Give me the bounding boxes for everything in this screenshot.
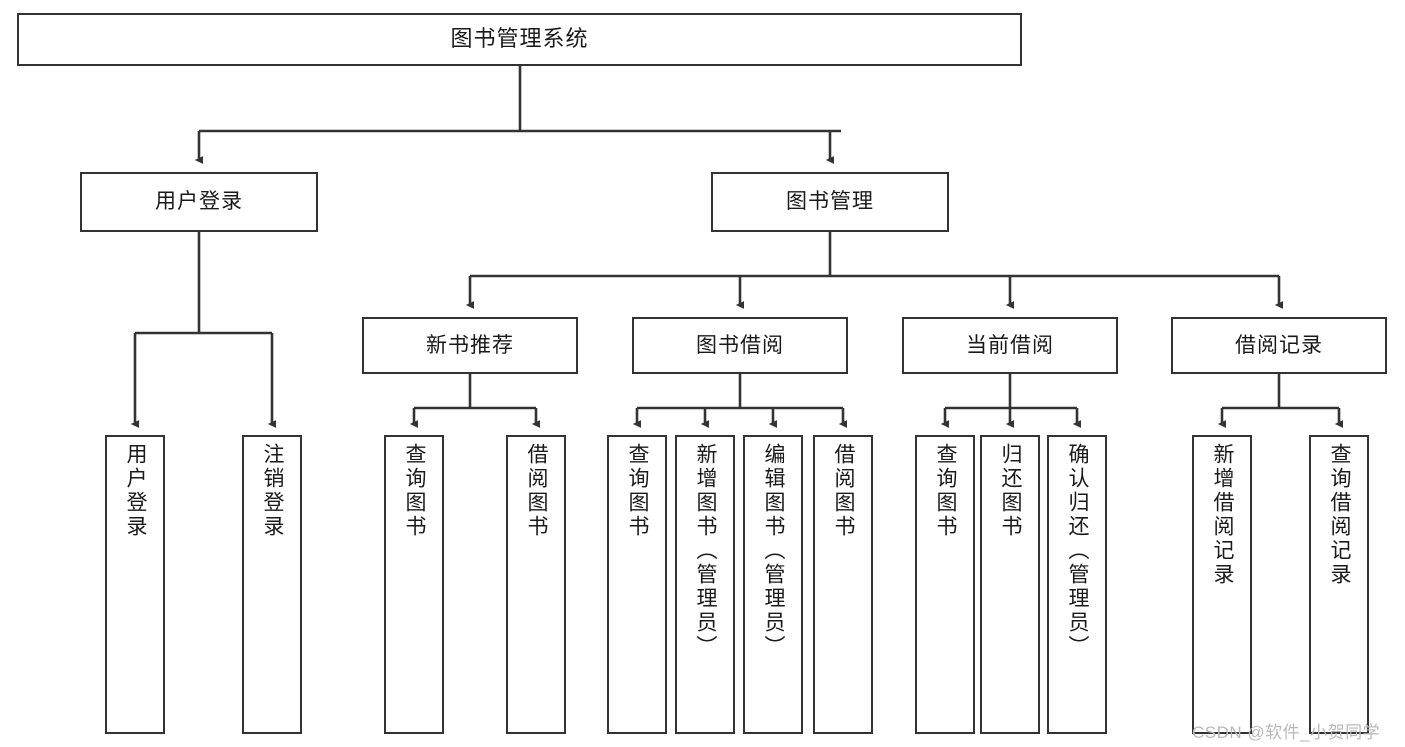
node-root-label: 图书管理系统 [450,26,589,52]
node-leaf-return-book[interactable]: 归还图书 [980,435,1040,734]
node-leaf-add-record-label: 新增借阅记录 [1211,443,1235,587]
node-leaf-user-logout-label: 注销登录 [261,443,285,539]
node-leaf-edit-book[interactable]: 编辑图书（管理员） [743,435,803,734]
node-leaf-query-record[interactable]: 查询借阅记录 [1309,435,1369,734]
node-leaf-query-book-3-label: 查询图书 [934,443,958,539]
node-user-login-label: 用户登录 [155,190,243,214]
node-leaf-borrow-book-2-label: 借阅图书 [832,443,856,539]
node-current-borrow[interactable]: 当前借阅 [902,317,1118,374]
csdn-watermark: CSDN @软件_小贺同学 [1192,723,1381,742]
node-book-manage[interactable]: 图书管理 [711,172,949,232]
node-leaf-confirm-return-label: 确认归还（管理员） [1066,443,1090,659]
node-new-book-recommend-label: 新书推荐 [426,333,514,357]
node-leaf-confirm-return[interactable]: 确认归还（管理员） [1047,435,1107,734]
node-leaf-query-book-1[interactable]: 查询图书 [384,435,444,734]
node-book-borrow-label: 图书借阅 [696,333,784,357]
node-leaf-user-logout[interactable]: 注销登录 [242,435,302,734]
node-borrow-record[interactable]: 借阅记录 [1171,317,1387,374]
node-leaf-add-book-label: 新增图书（管理员） [694,443,718,659]
node-borrow-record-label: 借阅记录 [1235,333,1323,357]
node-leaf-user-login[interactable]: 用户登录 [105,435,165,734]
node-leaf-query-book-1-label: 查询图书 [403,443,427,539]
node-new-book-recommend[interactable]: 新书推荐 [362,317,578,374]
node-current-borrow-label: 当前借阅 [966,333,1054,357]
node-leaf-borrow-book-1[interactable]: 借阅图书 [506,435,566,734]
node-leaf-user-login-label: 用户登录 [124,443,148,539]
node-root[interactable]: 图书管理系统 [17,13,1022,66]
node-book-borrow[interactable]: 图书借阅 [632,317,848,374]
node-leaf-return-book-label: 归还图书 [999,443,1023,539]
node-leaf-query-book-2-label: 查询图书 [626,443,650,539]
node-leaf-borrow-book-2[interactable]: 借阅图书 [813,435,873,734]
node-leaf-borrow-book-1-label: 借阅图书 [525,443,549,539]
node-leaf-query-book-3[interactable]: 查询图书 [915,435,975,734]
node-leaf-edit-book-label: 编辑图书（管理员） [762,443,786,659]
node-book-manage-label: 图书管理 [786,190,874,214]
node-leaf-add-book[interactable]: 新增图书（管理员） [675,435,735,734]
node-leaf-query-record-label: 查询借阅记录 [1328,443,1352,587]
node-leaf-add-record[interactable]: 新增借阅记录 [1192,435,1252,734]
node-leaf-query-book-2[interactable]: 查询图书 [607,435,667,734]
node-user-login[interactable]: 用户登录 [80,172,318,232]
